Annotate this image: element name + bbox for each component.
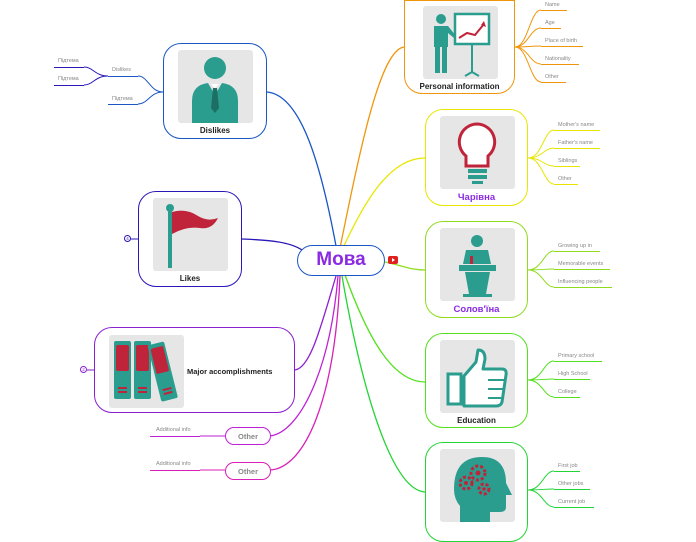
node-career[interactable] (425, 442, 528, 542)
sub-primary-school[interactable]: Primary school (558, 353, 595, 359)
thumbs-up-icon (440, 340, 515, 413)
video-icon[interactable] (388, 256, 398, 264)
head-gears-icon (440, 449, 515, 522)
node-dislikes[interactable]: Dislikes (163, 43, 267, 139)
link-charivna (341, 157, 426, 251)
link-other1 (269, 275, 339, 437)
node-education[interactable]: Education (425, 333, 528, 428)
sub-other-personal[interactable]: Other (545, 74, 559, 80)
sub-place-of-birth[interactable]: Place of birth (545, 38, 578, 44)
sub-additional-info-1[interactable]: Additional info (156, 427, 191, 433)
link-other2 (269, 275, 341, 471)
personal-information-label: Personal information (419, 82, 500, 91)
major-collapse-badge[interactable]: 2 (80, 366, 87, 373)
sub-growing-up-in[interactable]: Growing up in (558, 243, 592, 249)
sub-age[interactable]: Age (545, 20, 555, 26)
link-likes (241, 238, 303, 251)
sub-influencing-people[interactable]: Influencing people (558, 279, 603, 285)
sub-pidtema-3[interactable]: Підтема (112, 96, 133, 102)
central-topic[interactable]: Мова (297, 245, 385, 276)
node-likes[interactable]: Likes (138, 191, 242, 287)
sub-other-jobs[interactable]: Other jobs (558, 481, 584, 487)
sub-dislikes[interactable]: Dislikes (112, 67, 131, 73)
likes-label: Likes (179, 274, 201, 283)
sub-fathers-name[interactable]: Father's name (558, 140, 593, 146)
presentation-icon (423, 6, 498, 79)
speaker-podium-icon (440, 228, 515, 301)
binders-icon (109, 335, 184, 408)
sub-siblings[interactable]: Siblings (558, 158, 578, 164)
sub-additional-info-2[interactable]: Additional info (156, 461, 191, 467)
node-other-1[interactable]: Other (225, 427, 271, 445)
link-major (294, 275, 337, 371)
sub-mothers-name[interactable]: Mother's name (558, 122, 595, 128)
sub-nationality[interactable]: Nationality (545, 56, 571, 62)
node-personal-information[interactable]: Personal information (404, 0, 515, 94)
central-title: Мова (316, 249, 366, 270)
major-accomplishments-label: Major accomplishments (187, 367, 273, 376)
sub-memorable-events[interactable]: Memorable events (558, 261, 604, 267)
sub-first-job[interactable]: First job (558, 463, 578, 469)
dislikes-label: Dislikes (199, 126, 231, 135)
node-charivna[interactable]: Чарівна (425, 109, 528, 206)
node-major-accomplishments[interactable]: Major accomplishments (94, 327, 295, 413)
sub-pidtema-1[interactable]: Підтема (58, 58, 79, 64)
likes-collapse-badge[interactable]: 4 (124, 235, 131, 242)
link-education (344, 274, 426, 383)
charivna-label: Чарівна (457, 192, 496, 203)
mindmap-links (83, 9, 555, 508)
link-career (341, 275, 426, 493)
link-personal (339, 46, 405, 249)
sub-name[interactable]: Name (545, 2, 560, 8)
node-solovina[interactable]: Солов'їна (425, 221, 528, 318)
link-dislikes (266, 91, 337, 247)
sub-pidtema-2[interactable]: Підтема (58, 76, 79, 82)
sub-college[interactable]: College (558, 389, 577, 395)
lightbulb-icon (440, 116, 515, 189)
sub-other-charivna[interactable]: Other (558, 176, 572, 182)
sub-high-school[interactable]: High School (558, 371, 588, 377)
sub-current-job[interactable]: Current job (558, 499, 586, 505)
node-other-2[interactable]: Other (225, 462, 271, 480)
solovina-label: Солов'їна (453, 304, 500, 315)
education-label: Education (457, 416, 496, 425)
flag-icon (153, 198, 228, 271)
businessman-icon (178, 50, 253, 123)
